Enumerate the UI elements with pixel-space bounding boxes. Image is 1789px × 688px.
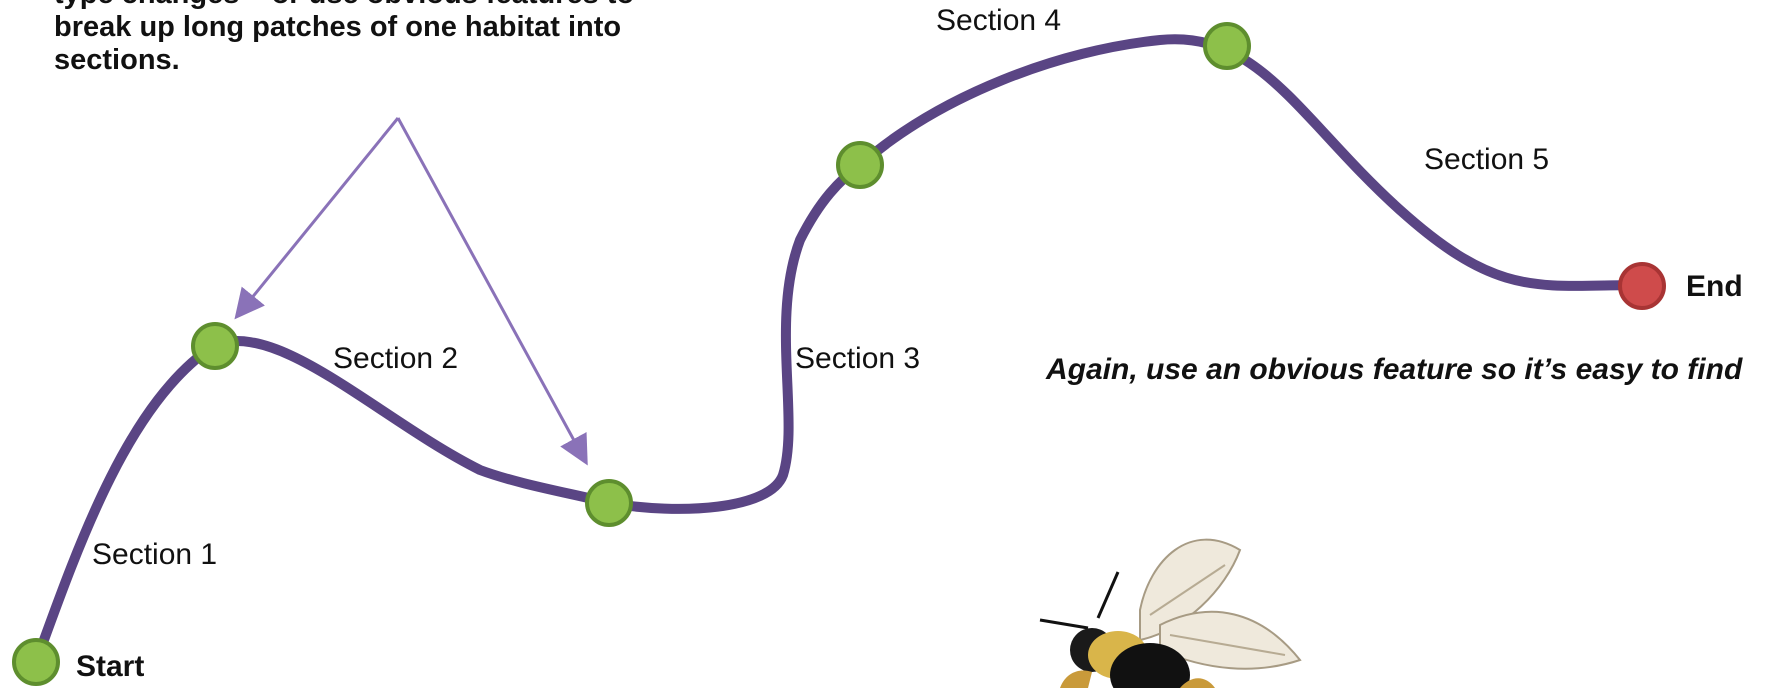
section-1-label: Section 1	[92, 538, 218, 571]
section-4-label: Section 4	[936, 4, 1062, 37]
transect-route-path	[31, 34, 1647, 667]
start-label: Start	[76, 650, 145, 683]
waypoint-4	[1203, 22, 1251, 70]
waypoint-1	[191, 322, 239, 370]
bee-wings	[1139, 538, 1302, 670]
section-5-label: Section 5	[1424, 143, 1550, 176]
end-point-note: Again, use an obvious feature so it’s ea…	[1046, 353, 1743, 386]
end-label: End	[1686, 270, 1743, 303]
waypoint-3	[836, 141, 884, 189]
bee-antenna-right	[1096, 571, 1120, 619]
waypoint-end	[1618, 262, 1666, 310]
waypoint-start	[12, 638, 60, 686]
annotation-arrow-right	[396, 117, 588, 466]
instruction-line-3: sections.	[54, 44, 180, 76]
section-3-label: Section 3	[795, 342, 921, 375]
bee-body	[1110, 643, 1190, 688]
instruction-line-2: break up long patches of one habitat int…	[54, 11, 622, 43]
bumblebee-illustration	[1039, 538, 1302, 688]
annotation-arrow-left	[234, 117, 400, 320]
waypoint-2	[585, 479, 633, 527]
bee-antenna-left	[1039, 618, 1089, 630]
section-2-label: Section 2	[333, 342, 459, 375]
